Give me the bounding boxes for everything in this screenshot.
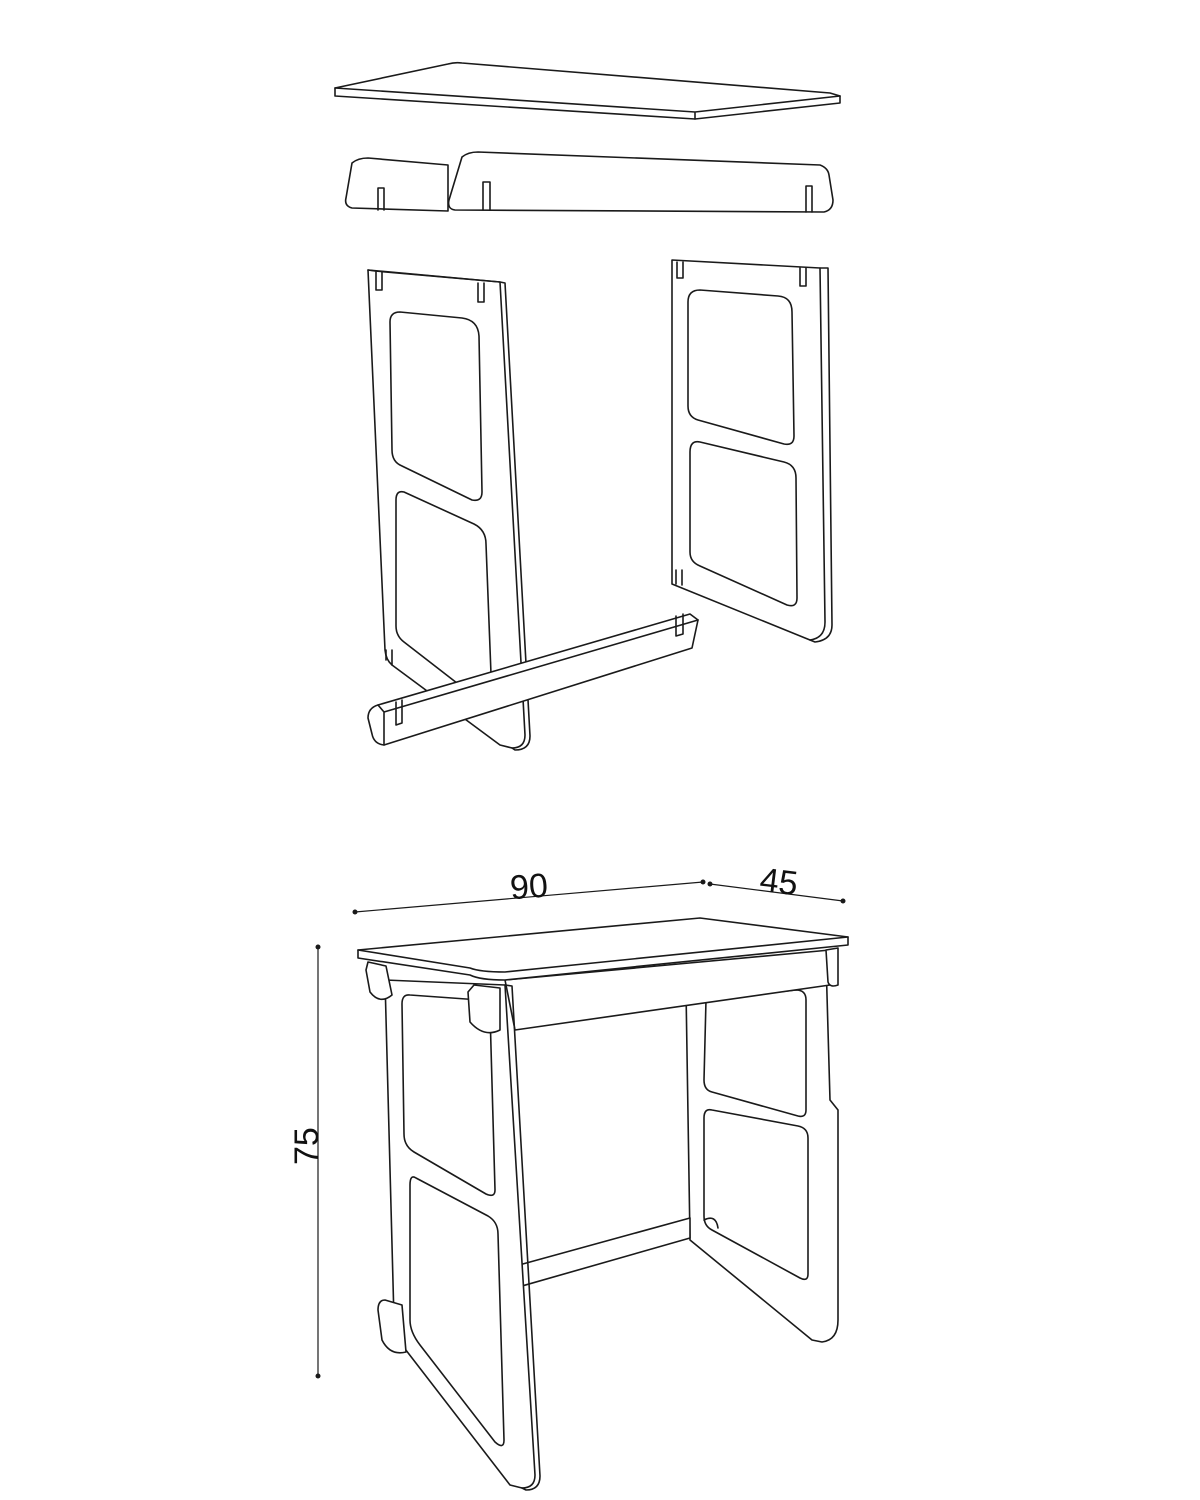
height-label: 75 [288,1127,326,1165]
stretcher-part [367,613,699,746]
exploded-view [334,61,841,751]
long-apron-part [447,151,834,213]
short-apron-part [344,157,449,212]
right-side-frame-part [671,259,833,643]
depth-dimension-line [709,883,844,902]
assembled-view [357,917,849,1491]
tabletop-part [334,61,841,120]
assembled-right-frame [685,959,839,1343]
width-dimension-line [354,881,704,913]
width-label: 90 [509,867,549,908]
assembled-tabletop [357,917,849,1034]
left-side-frame-part [367,269,531,751]
dimension-lines: 90 45 75 [288,861,846,1379]
assembled-left-frame [377,979,541,1491]
depth-label: 45 [758,861,800,903]
